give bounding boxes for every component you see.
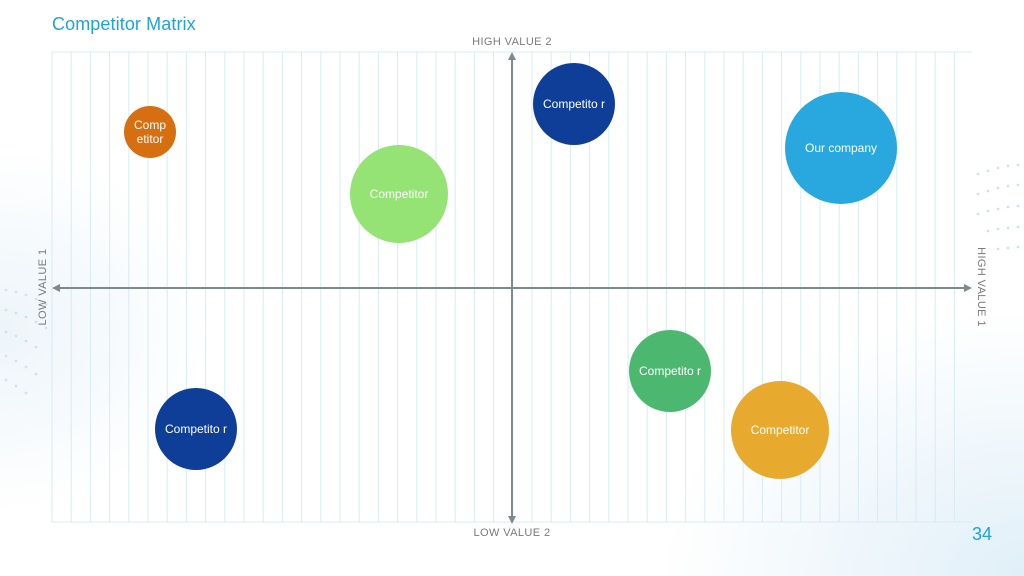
- bubble-label: Our company: [804, 141, 878, 155]
- arrow-left-icon: [52, 284, 60, 292]
- axes: [52, 52, 972, 524]
- competitor-bubble: Comp etitor: [124, 106, 176, 158]
- page-number: 34: [971, 524, 993, 544]
- axis-label-right: HIGH VALUE 1: [975, 247, 987, 327]
- axis-label-bottom: LOW VALUE 2: [473, 527, 551, 539]
- axis-label-left: LOW VALUE 1: [37, 248, 49, 326]
- competitor-bubble: Competito r: [533, 63, 615, 145]
- competitor-bubble: Our company: [785, 92, 897, 204]
- bubble-label: Competito r: [542, 97, 606, 111]
- bubble-label: Competito r: [638, 364, 702, 378]
- bubble-label: Comp etitor: [133, 118, 166, 146]
- arrow-up-icon: [508, 52, 516, 60]
- decorative-dot-pattern-left: [4, 288, 48, 395]
- arrow-right-icon: [964, 284, 972, 292]
- competitor-bubble: Competito r: [155, 388, 237, 470]
- competitor-bubble: Competitor: [350, 145, 448, 243]
- bubble-label: Competitor: [750, 423, 810, 437]
- bubble-label: Competito r: [164, 422, 228, 436]
- competitor-bubble: Competitor: [731, 381, 829, 479]
- bubble-label: Competitor: [369, 187, 429, 201]
- decorative-dot-pattern-right: [976, 163, 1020, 251]
- slide-title: Competitor Matrix: [52, 14, 196, 34]
- competitor-bubble: Competito r: [629, 330, 711, 412]
- arrow-down-icon: [508, 516, 516, 524]
- axis-label-top: HIGH VALUE 2: [472, 36, 552, 48]
